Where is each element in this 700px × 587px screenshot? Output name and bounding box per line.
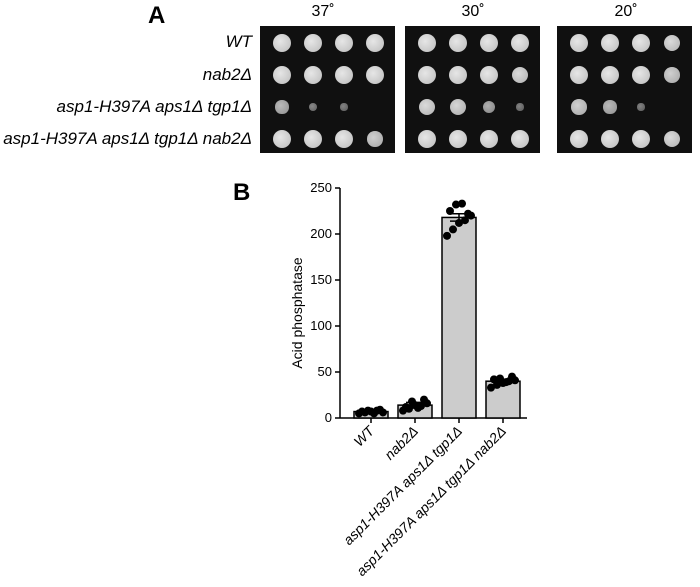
growth-spot [637, 103, 645, 111]
strain-label-nab2: nab2Δ [202, 65, 252, 84]
temperature-label-37: 37˚ [311, 3, 335, 20]
y-tick-label: 50 [318, 364, 332, 379]
data-point [408, 397, 416, 406]
growth-spot [340, 103, 348, 111]
data-point [449, 225, 457, 234]
growth-spot [304, 130, 322, 148]
growth-spot [449, 66, 467, 84]
y-tick-label: 100 [310, 318, 332, 333]
growth-spot [273, 34, 291, 52]
growth-spot [418, 130, 436, 148]
y-tick-label: 150 [310, 272, 332, 287]
y-axis-label: Acid phosphatase [289, 257, 305, 369]
growth-spot [483, 101, 495, 113]
data-point [458, 199, 466, 208]
growth-spot [603, 100, 617, 114]
growth-spot [570, 66, 588, 84]
growth-spot [601, 66, 619, 84]
strain-label-asp1-triple: asp1-H397A aps1Δ tgp1Δ [56, 97, 252, 116]
strain-label-wt: WT [225, 32, 252, 51]
data-point [414, 403, 422, 412]
data-point [370, 409, 378, 418]
growth-spot [571, 99, 587, 115]
spot-plate-37 [260, 26, 395, 153]
data-point [443, 231, 451, 240]
growth-spot [335, 66, 353, 84]
data-point [490, 375, 498, 384]
x-category-label: nab2Δ [381, 423, 421, 463]
growth-spot [601, 130, 619, 148]
growth-spot [449, 34, 467, 52]
bar [441, 216, 477, 419]
growth-spot [335, 34, 353, 52]
growth-spot [570, 130, 588, 148]
data-point [461, 216, 469, 225]
growth-spot [304, 66, 322, 84]
panel-a-label: A [148, 2, 166, 29]
growth-spot [511, 130, 529, 148]
data-point [452, 200, 460, 209]
data-point [358, 407, 366, 416]
data-point [508, 372, 516, 381]
data-point [464, 209, 472, 218]
temperature-label-30: 30˚ [461, 3, 485, 20]
growth-spot [632, 66, 650, 84]
growth-spot [663, 34, 681, 52]
data-point [364, 406, 372, 415]
growth-spot [418, 34, 436, 52]
growth-spot [304, 34, 322, 52]
growth-spot [601, 34, 619, 52]
data-point [502, 378, 510, 387]
growth-spot [449, 98, 467, 116]
data-point [455, 218, 463, 227]
growth-spot [366, 66, 384, 84]
growth-spot [480, 66, 498, 84]
growth-spot [516, 103, 524, 111]
data-point [446, 207, 454, 215]
temperature-label-20: 20˚ [614, 3, 638, 20]
growth-spot [367, 131, 383, 147]
growth-spot [664, 67, 680, 83]
data-point [496, 374, 504, 383]
growth-spot [511, 34, 529, 52]
growth-spot [632, 130, 650, 148]
strain-label-asp1-quadruple: asp1-H397A aps1Δ tgp1Δ nab2Δ [3, 129, 252, 148]
y-tick-label: 200 [310, 226, 332, 241]
panel-b-label: B [233, 179, 250, 206]
growth-spot [632, 34, 650, 52]
data-point [376, 405, 384, 414]
growth-spot [418, 98, 436, 116]
growth-spot [663, 130, 681, 148]
y-tick-label: 250 [310, 180, 332, 195]
growth-spot [449, 130, 467, 148]
growth-spot [275, 100, 289, 114]
spot-plate-30 [405, 26, 540, 153]
x-category-label: WT [350, 422, 378, 450]
growth-spot [273, 66, 291, 84]
growth-spot [309, 103, 317, 111]
growth-spot [366, 34, 384, 52]
data-point [487, 383, 495, 392]
growth-spot [273, 130, 291, 148]
spot-plate-20 [557, 26, 692, 153]
growth-spot [418, 66, 436, 84]
data-point [420, 395, 428, 404]
growth-spot [570, 34, 588, 52]
growth-spot [480, 130, 498, 148]
growth-spot [335, 130, 353, 148]
growth-spot [480, 34, 498, 52]
data-point [402, 402, 410, 411]
growth-spot [511, 66, 529, 84]
y-tick-label: 0 [325, 410, 332, 425]
